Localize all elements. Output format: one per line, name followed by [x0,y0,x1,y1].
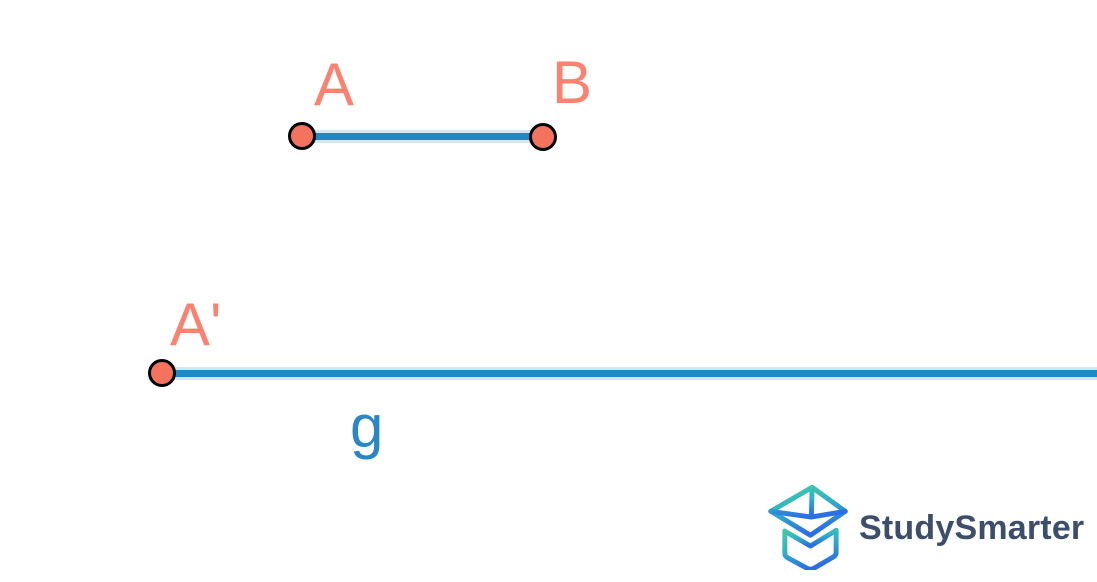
line-g[interactable] [162,370,1097,377]
point-a-prime[interactable] [148,359,176,387]
line-g-label: g [350,393,384,460]
studysmarter-logo: StudySmarter [766,484,1084,570]
studysmarter-wordmark: StudySmarter [859,508,1085,547]
point-a-label: A [314,51,355,118]
point-a[interactable] [288,122,316,150]
studysmarter-box-icon [768,484,848,570]
point-a-prime-label: A' [170,291,222,358]
point-b-label: B [552,49,593,116]
point-b[interactable] [529,123,557,151]
segment-ab[interactable] [302,133,543,140]
